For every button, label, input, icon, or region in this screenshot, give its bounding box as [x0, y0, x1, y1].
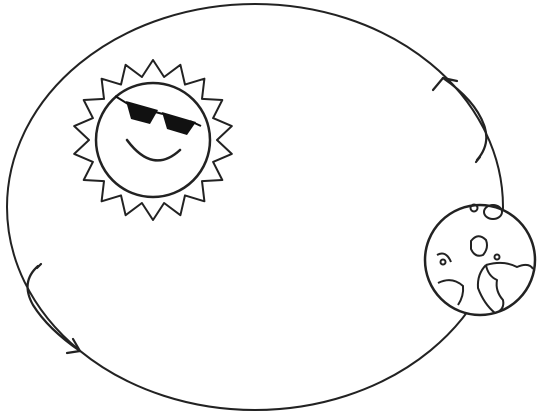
earth-icon — [425, 205, 535, 316]
sun-face — [96, 83, 210, 197]
